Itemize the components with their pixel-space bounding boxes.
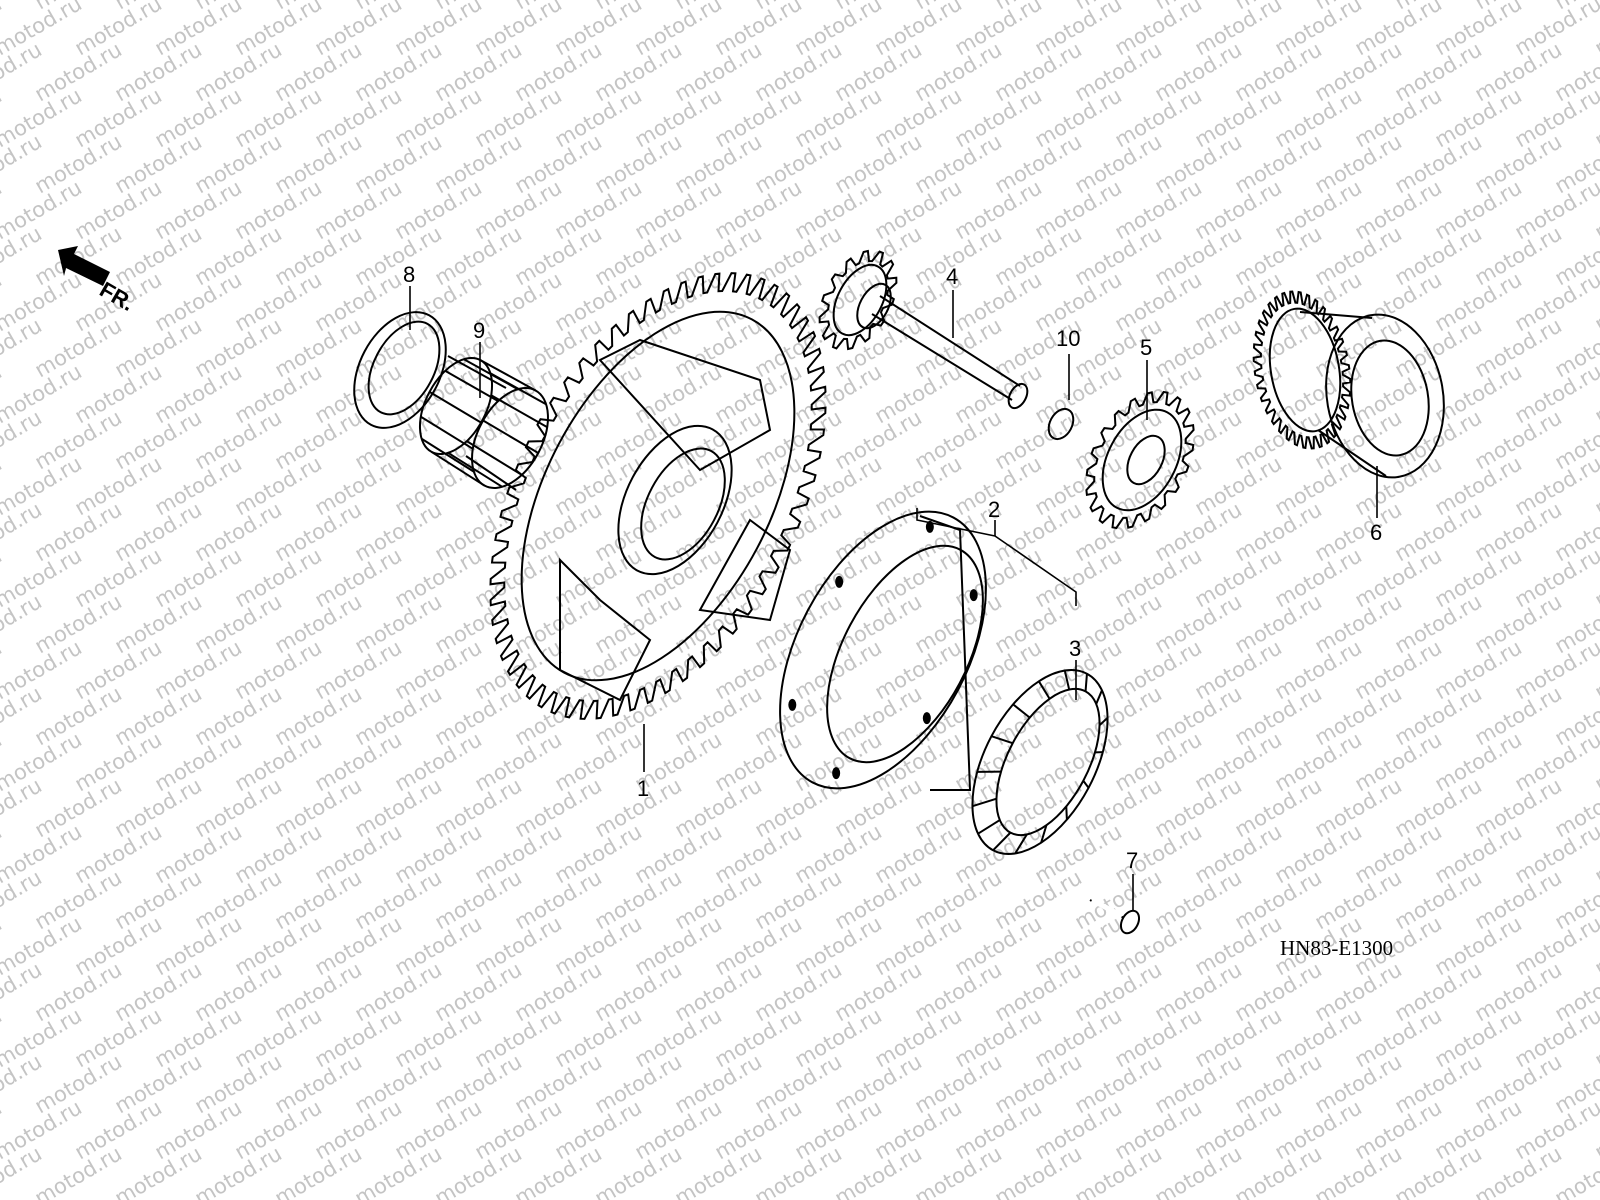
gear-5-tooth-ring: [1085, 390, 1195, 530]
drawing-code: HN83-E1300: [1280, 936, 1393, 960]
callout-7: 7: [1126, 848, 1138, 873]
bearing-needle: [420, 415, 474, 450]
bolt-hole: [969, 589, 978, 602]
bearing-needle: [479, 359, 536, 392]
bolt-hole: [922, 712, 931, 725]
callout-2: 2: [988, 497, 1000, 522]
clutch-sprag: [1038, 680, 1051, 700]
part-1-starter-driven-gear: [489, 272, 827, 720]
callout-3: 3: [1069, 636, 1081, 661]
gear-5-teeth: [1085, 390, 1195, 530]
part-6-flywheel-assembly: [1252, 290, 1445, 479]
arrow-icon: [58, 246, 110, 286]
bearing-needle: [447, 451, 503, 488]
bolt-hole: [835, 575, 844, 588]
clutch-outer-bolt-holes: [788, 520, 978, 780]
part-7-bolt: [1089, 897, 1141, 935]
part-3-one-way-clutch: [971, 669, 1109, 855]
clutch-sprag: [1095, 689, 1103, 705]
part-4-idle-shaft: [818, 249, 1029, 410]
gear-4-teeth: [818, 249, 898, 351]
callout-10: 10: [1056, 326, 1080, 351]
bearing-needle: [421, 437, 475, 473]
callout-numbers: 1 2 3 4 5 6 7 8 9 10: [403, 262, 1382, 873]
clutch-sprag: [1065, 806, 1068, 820]
clutch-sprag: [972, 797, 997, 808]
clutch-sprag: [1082, 780, 1090, 789]
part-2-clutch-outer: [779, 510, 987, 791]
part-9-needle-bearing: [418, 355, 549, 491]
clutch-sprag: [1012, 703, 1031, 719]
leader-lines: [409, 286, 1378, 910]
callout-1: 1: [637, 776, 649, 801]
part-10-snap-ring: [1047, 407, 1075, 441]
bolt-hole: [832, 767, 841, 780]
callout-6: 6: [1370, 520, 1382, 545]
bolt-hole: [788, 698, 797, 711]
clutch-sprag: [1084, 673, 1088, 692]
bearing-needles: [420, 358, 548, 488]
gear-1-tooth-ring: [489, 272, 827, 720]
clutch-sprags: [972, 670, 1109, 854]
bearing-needle: [444, 369, 499, 403]
bearing-needle: [481, 419, 539, 454]
clutch-sprag: [992, 831, 1012, 851]
clutch-sprag: [1040, 824, 1048, 843]
bolt-hole: [925, 520, 934, 533]
callout-8: 8: [403, 262, 415, 287]
callout-4: 4: [946, 264, 958, 289]
clutch-sprag: [977, 819, 1001, 835]
part-5-idle-gear: [1085, 390, 1195, 530]
clutch-sprag: [1063, 670, 1071, 690]
clutch-sprag: [1098, 717, 1109, 727]
part-8-washer: [353, 311, 447, 429]
callout-5: 5: [1140, 335, 1152, 360]
bearing-needle: [489, 372, 547, 406]
bearing-needle: [490, 394, 548, 429]
bearing-needle: [429, 391, 483, 424]
gear-4-tooth-ring: [818, 249, 898, 351]
clutch-sprag: [1014, 833, 1028, 854]
bearing-needle: [466, 440, 523, 476]
callout-9: 9: [473, 318, 485, 343]
clutch-sprag: [991, 735, 1013, 745]
gear-1-teeth: [489, 272, 827, 720]
bearing-needle: [431, 451, 486, 487]
